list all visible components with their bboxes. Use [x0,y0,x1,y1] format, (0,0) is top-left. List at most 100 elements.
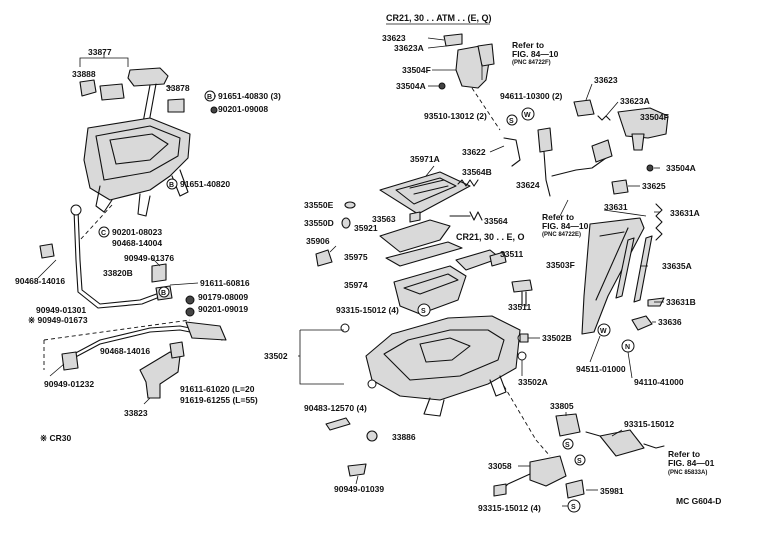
label-33886: 33886 [392,432,416,442]
label-33623a-top: 33623A [394,43,424,53]
svg-text:S: S [421,308,426,315]
label-33878: 33878 [166,83,190,93]
label-33631a: 33631A [670,208,700,218]
svg-text:B: B [161,290,166,297]
base-33502 [365,315,521,401]
label-33511-b: 33511 [508,302,531,312]
label-90949-01039: 90949-01039 [334,484,384,494]
center-assembly: S [298,165,551,485]
svg-text:Refer to: Refer to [668,449,700,459]
label-33877: 33877 [88,47,112,57]
label-90179-08009: 90179-08009 [198,292,248,302]
svg-text:N: N [625,344,630,351]
label-90949-01376: 90949-01376 [124,253,174,263]
label-91651-40820: 91651-40820 [180,179,230,189]
label-35975: 35975 [344,252,368,262]
label-91651-40830: 91651-40830 (3) [218,91,281,101]
label-35974: 35974 [344,280,368,290]
svg-text:B: B [207,94,212,101]
label-90201-08023: 90201-08023 [112,227,162,237]
left-assembly: B B C B [37,52,227,405]
label-94511-01000: 94511-01000 [576,364,626,374]
switch-33058 [529,455,567,487]
label-33504f-right: 33504F [640,112,669,122]
label-33631: 33631 [604,202,628,212]
label-91611-61020: 91611-61020 (L=20 [180,384,255,394]
refer-fig-84-10-mid: Refer to FIG. 84—10 (PNC 84722E) [542,212,589,238]
svg-text:FIG. 84—10: FIG. 84—10 [542,221,589,231]
label-33622: 33622 [462,147,486,157]
label-33058: 33058 [488,461,512,471]
label-91611-60816: 91611-60816 [200,278,250,288]
label-90468-14016-a: 90468-14016 [15,276,65,286]
svg-text:Refer to: Refer to [542,212,574,222]
label-33550e: 33550E [304,200,334,210]
label-33823: 33823 [124,408,148,418]
svg-text:S: S [577,458,582,465]
svg-text:B: B [169,182,174,189]
label-93315-15012-right: 93315-15012 [624,419,674,429]
label-33550d: 33550D [304,218,334,228]
right-assembly: W S W N [386,23,669,513]
knob-33504f-right [617,107,669,139]
label-33564b: 33564B [462,167,492,177]
label-cr30-note: ※ CR30 [40,433,71,443]
label-93315-15012-bottom: 93315-15012 (4) [478,503,541,513]
label-90201-09019: 90201-09019 [198,304,248,314]
svg-text:(PNC 84722E): (PNC 84722E) [542,232,581,238]
refer-fig-84-01: Refer to FIG. 84—01 (PNC 85833A) [668,449,715,476]
label-33504a-top: 33504A [396,81,426,91]
svg-text:Refer to: Refer to [512,40,544,50]
svg-text:FIG. 84—10: FIG. 84—10 [512,49,559,59]
label-33511-a: 33511 [500,249,523,259]
label-33623-top: 33623 [382,33,406,43]
label-90201-09008: 90201-09008 [218,104,268,114]
svg-text:S: S [509,118,514,125]
label-90468-14004: 90468-14004 [112,238,162,248]
label-33502: 33502 [264,351,288,361]
lever-33823 [139,351,181,399]
svg-text:W: W [524,112,531,119]
refer-fig-84-10-top: Refer to FIG. 84—10 (PNC 84722F) [512,40,559,66]
label-33564: 33564 [484,216,508,226]
label-91619-61255: 91619-61255 (L=55) [180,395,258,405]
cable-33820b [77,209,163,305]
label-33563: 33563 [372,214,396,224]
svg-text:C: C [101,230,106,237]
center-labels: 35971A 33564B 33550E 33550D 33563 33564 … [264,154,531,494]
label-33636: 33636 [658,317,682,327]
part-33888 [79,79,97,97]
svg-text:(PNC 85833A): (PNC 85833A) [668,470,707,476]
label-93315-15012-center: 93315-15012 (4) [336,305,399,315]
label-94611-10300: 94611-10300 (2) [500,91,563,101]
label-90949-01232: 90949-01232 [44,379,94,389]
subheader-e-o: CR21, 30 . . E, O [456,232,525,242]
svg-text:S: S [565,442,570,449]
label-33504a-right: 33504A [666,163,696,173]
label-35971a: 35971A [410,154,440,164]
label-90949-01301: 90949-01301 [36,305,86,315]
label-90483-12570: 90483-12570 (4) [304,403,367,413]
svg-text:W: W [600,328,607,335]
label-35921: 35921 [354,223,378,233]
label-33631b: 33631B [666,297,696,307]
label-90949-01673: ※ 90949-01673 [28,315,88,325]
label-33503f: 33503F [546,260,575,270]
label-94110-41000: 94110-41000 [634,377,684,387]
label-93510-13012: 93510-13012 (2) [424,111,487,121]
label-33624: 33624 [516,180,540,190]
label-90468-14016-b: 90468-14016 [100,346,150,356]
label-33502a: 33502A [518,377,548,387]
svg-text:S: S [571,504,576,511]
right-labels: CR21, 30 . . ATM . . (E, Q) 33623 33623A… [382,13,721,513]
label-33502b: 33502B [542,333,572,343]
label-33888: 33888 [72,69,96,79]
svg-text:(PNC 84722F): (PNC 84722F) [512,60,551,66]
diagram-code: MC G604-D [676,496,721,506]
header-cr21-atm: CR21, 30 . . ATM . . (E, Q) [386,13,492,23]
label-35981: 35981 [600,486,624,496]
shifter-housing [83,117,191,201]
knob-33878 [127,67,169,87]
